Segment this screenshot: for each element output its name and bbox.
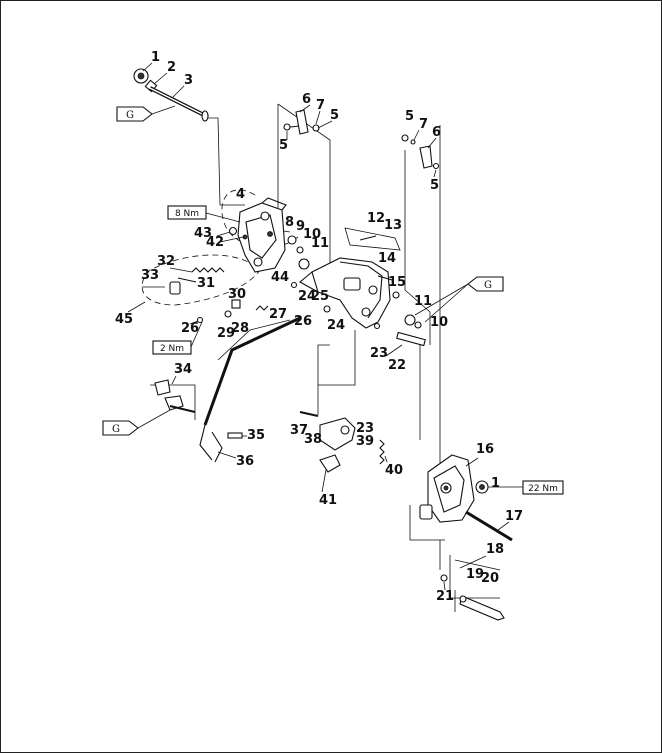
callout-39: 39 [356, 434, 374, 449]
callout-3: 3 [184, 73, 193, 88]
callout-16: 16 [476, 442, 494, 457]
callout-10-left: 10 [303, 227, 321, 242]
part-shaft-assembly-top [133, 68, 209, 122]
grease-tag-2-text: G [484, 280, 492, 291]
callout-17: 17 [505, 509, 523, 524]
callout-5-topright: 5 [405, 109, 414, 124]
grease-tag-3: G [102, 409, 171, 436]
callout-26-mid: 26 [294, 314, 312, 329]
callout-22: 22 [388, 358, 406, 373]
grease-tag-1-text: G [126, 110, 134, 121]
part-link-20 [459, 595, 505, 621]
small-fasteners [169, 109, 448, 582]
callout-41: 41 [319, 493, 337, 508]
torque-tag-22nm: 22 Nm [488, 480, 564, 495]
grease-tag-3-text: G [112, 424, 120, 435]
callout-5-topmid: 5 [330, 108, 339, 123]
part-central-body-14 [299, 257, 391, 329]
callout-6-right: 6 [432, 125, 441, 140]
callout-7-right: 7 [419, 117, 428, 132]
callout-8: 8 [285, 215, 294, 230]
callout-45: 45 [115, 312, 133, 327]
springs [191, 267, 385, 465]
callout-21: 21 [436, 589, 454, 604]
callout-23-lower: 23 [356, 421, 374, 436]
callout-4: 4 [236, 187, 245, 202]
callout-14: 14 [378, 251, 396, 266]
assembly-guide-lines [141, 103, 501, 612]
callout-5-left: 5 [279, 138, 288, 153]
callout-23-upper: 23 [370, 346, 388, 361]
callout-10-right: 10 [430, 315, 448, 330]
callout-32: 32 [157, 254, 175, 269]
callout-19: 19 [466, 567, 484, 582]
part-bracket-34 [154, 379, 196, 413]
callout-1-bottom: 1 [491, 476, 500, 491]
callout-36: 36 [236, 454, 254, 469]
callout-6-mid: 6 [302, 92, 311, 107]
callout-7-mid: 7 [316, 98, 325, 113]
torque-tag-2nm-text: 2 Nm [160, 344, 184, 354]
callout-11-right: 11 [414, 294, 432, 309]
callout-20: 20 [481, 571, 499, 586]
callout-35: 35 [247, 428, 265, 443]
callout-2: 2 [167, 60, 176, 75]
grease-tag-2: G [414, 276, 504, 323]
torque-tag-8nm-text: 8 Nm [175, 209, 199, 219]
callout-44: 44 [271, 270, 289, 285]
part-long-rod-36 [199, 316, 301, 463]
callout-33: 33 [141, 268, 159, 283]
callout-18: 18 [486, 542, 504, 557]
part-bracket-38-41 [299, 411, 356, 473]
callout-9: 9 [296, 219, 305, 234]
callout-13: 13 [384, 218, 402, 233]
callout-30: 30 [228, 287, 246, 302]
torque-tag-22nm-text: 22 Nm [528, 484, 558, 494]
callout-37: 37 [290, 423, 308, 438]
callout-38: 38 [304, 432, 322, 447]
callout-24-upper: 24 [298, 289, 316, 304]
callout-leaders [127, 62, 510, 591]
callout-34: 34 [174, 362, 192, 377]
part-main-bracket-4 [237, 197, 287, 273]
part-lower-housing-16 [419, 454, 513, 542]
callout-26-left: 26 [181, 321, 199, 336]
callout-24-lower: 24 [327, 318, 345, 333]
callout-27: 27 [269, 307, 287, 322]
callout-31: 31 [197, 276, 215, 291]
callout-43: 43 [194, 226, 212, 241]
callout-labels: 1 2 3 4 5 5 5 5 6 6 7 7 8 9 10 10 11 11 … [115, 50, 523, 604]
grease-tag-1: G [116, 105, 176, 122]
callout-12: 12 [367, 211, 385, 226]
callout-40: 40 [385, 463, 403, 478]
callout-1-top: 1 [151, 50, 160, 65]
callout-29: 29 [217, 326, 235, 341]
callout-28: 28 [231, 321, 249, 336]
torque-tag-8nm: 8 Nm [167, 205, 241, 223]
callout-15: 15 [388, 275, 406, 290]
callout-25: 25 [311, 289, 329, 304]
callout-5-right: 5 [430, 178, 439, 193]
callout-11-left: 11 [311, 236, 329, 251]
torque-tag-2nm: 2 Nm [152, 321, 203, 355]
callout-42: 42 [206, 235, 224, 250]
